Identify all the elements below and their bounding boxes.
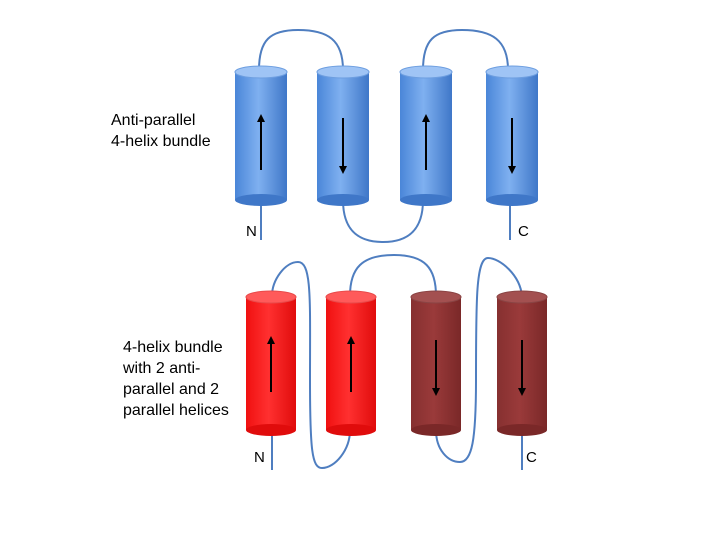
bottom-panel-caption: 4-helix bundle with 2 anti- parallel and… [123, 339, 229, 419]
bottom-loop-3-4 [435, 256, 523, 464]
top-panel-caption: Anti-parallel 4-helix bundle [111, 112, 211, 150]
bottom-loop-1-2 [271, 260, 351, 470]
bottom-helix-1 [245, 290, 297, 436]
bottom-helix-3 [410, 290, 462, 436]
top-panel: N C [234, 28, 539, 244]
bottom-n-label: N [254, 449, 265, 466]
top-helix-1 [234, 65, 288, 206]
bottom-panel: N C [245, 253, 548, 470]
top-c-label: C [518, 223, 529, 240]
bottom-loop-2-3 [349, 253, 437, 297]
top-loop-1-2 [258, 28, 344, 71]
top-loop-2-3 [342, 199, 424, 244]
bottom-helix-4 [496, 290, 548, 436]
top-helix-4 [485, 65, 539, 206]
top-loop-3-4 [422, 28, 509, 71]
top-helix-3 [399, 65, 453, 206]
top-n-label: N [246, 223, 257, 240]
bottom-c-label: C [526, 449, 537, 466]
bottom-helix-2 [325, 290, 377, 436]
top-helix-2 [316, 65, 370, 206]
